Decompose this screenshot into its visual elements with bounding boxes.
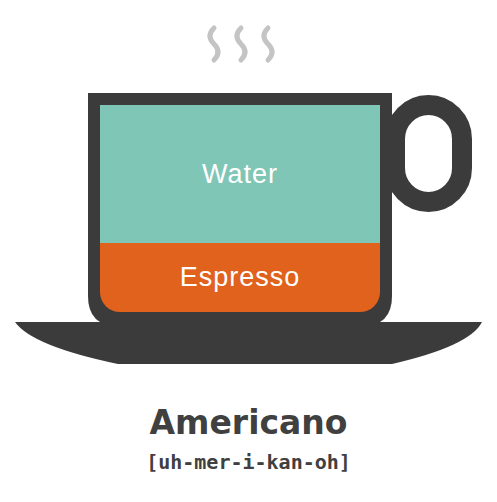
steam-wisp xyxy=(264,28,272,60)
cup-handle xyxy=(395,105,462,202)
espresso-layer: Espresso xyxy=(100,243,380,312)
steam-wisp xyxy=(210,28,218,60)
drink-title: Americano xyxy=(0,403,497,442)
layer-label: Water xyxy=(202,159,278,190)
steam-wisp xyxy=(237,28,245,60)
steam xyxy=(210,28,272,60)
layer-label: Espresso xyxy=(180,262,301,293)
cup-body xyxy=(88,93,392,326)
saucer xyxy=(15,322,482,364)
pronunciation: [uh-mer-i-kan-oh] xyxy=(0,450,497,474)
water-layer: Water xyxy=(100,105,380,243)
